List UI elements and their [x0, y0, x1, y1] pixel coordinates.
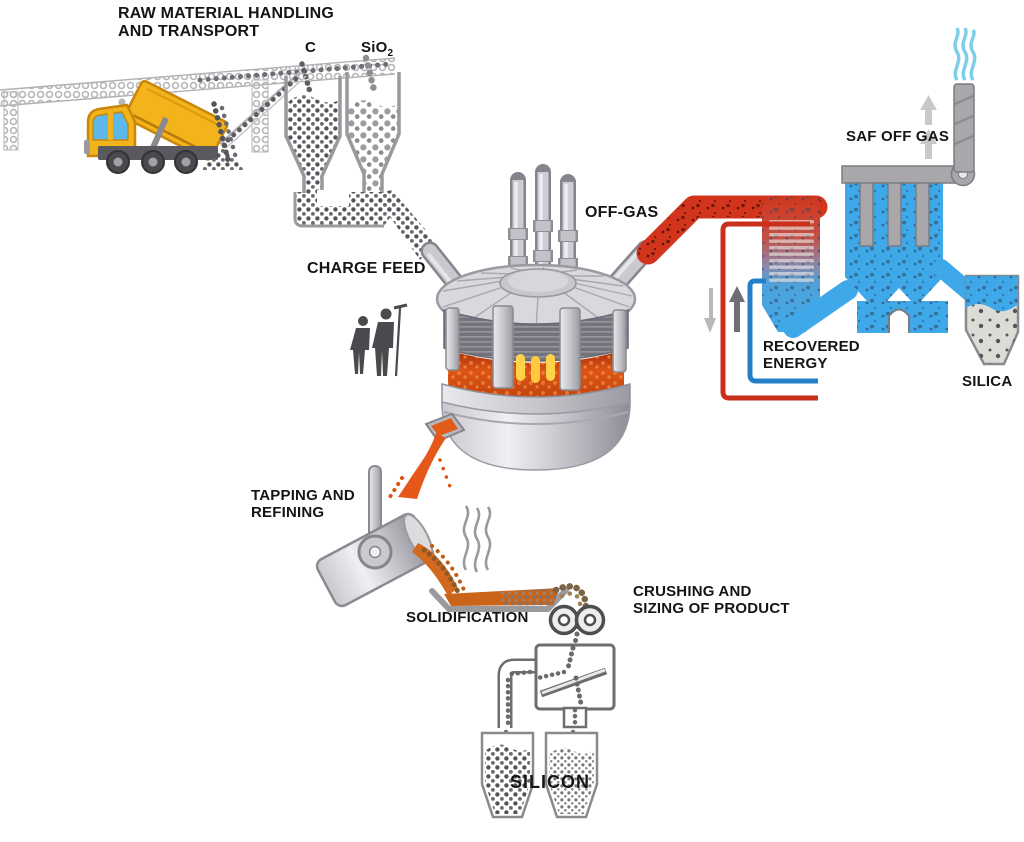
carbon-label: C	[305, 39, 317, 56]
electrode-glow	[531, 356, 540, 383]
tray-outline	[429, 587, 569, 612]
cooled-gas-duct	[783, 280, 858, 338]
filter-elements	[859, 181, 930, 247]
carbon-hopper	[284, 76, 342, 193]
overhead-conveyor	[0, 54, 396, 170]
furnace-lid	[435, 263, 637, 335]
drop-dots-quartz	[362, 54, 378, 94]
hot-water-pipe	[720, 221, 818, 401]
heat-exchanger	[762, 197, 858, 338]
quartz-hopper	[345, 72, 401, 193]
crushing-label: CRUSHING AND SIZING OF PRODUCT	[633, 583, 790, 617]
steam-icon	[462, 505, 492, 573]
silicon-label: SILICON	[510, 772, 591, 792]
sizing-screen-box	[497, 643, 616, 753]
stack-hatching	[954, 94, 974, 146]
stack	[920, 27, 977, 187]
dump-pile	[200, 101, 246, 170]
saf-off-gas-label: SAF OFF GAS	[846, 128, 950, 145]
truck-bumper	[84, 140, 90, 154]
worker-pole-head	[393, 303, 408, 310]
workers	[350, 303, 408, 377]
recovered-energy-pipes	[704, 221, 818, 401]
worker-figure	[372, 303, 408, 377]
worker-pole	[394, 307, 402, 377]
tapping-ladle	[315, 465, 466, 608]
silica-hopper	[964, 274, 1020, 366]
silica-material	[966, 304, 1018, 364]
tap-spout	[424, 412, 466, 443]
down-arrow-icon	[704, 288, 716, 333]
furnace	[386, 164, 656, 502]
stack-pipe	[953, 83, 975, 173]
electrode-glow	[546, 354, 555, 381]
furnace-posts	[445, 305, 627, 391]
support-lattice-left	[3, 91, 19, 151]
gas-flow-arrow-icon	[920, 95, 937, 159]
silicon-hoppers	[480, 731, 599, 819]
silicon-hopper-fine	[544, 731, 599, 819]
baghouse-arch	[888, 308, 910, 333]
sio2-label: SiO2	[361, 39, 394, 59]
truck-window-pillar	[108, 112, 113, 140]
bowl-ridge	[443, 411, 629, 425]
smoke-icon	[953, 27, 977, 81]
conveyor-truss	[0, 58, 395, 106]
furnace-molten-band	[448, 350, 624, 397]
dump-truck	[84, 79, 246, 174]
off-gas-label: OFF-GAS	[585, 204, 659, 221]
baghouse-filter	[841, 165, 983, 333]
charge-feed-chute	[293, 190, 449, 265]
sio2-subscript: 2	[387, 48, 394, 59]
raw-material-label: RAW MATERIAL HANDLING AND TRANSPORT	[118, 5, 335, 40]
solidification-tray	[429, 583, 589, 632]
charge-feed-label: CHARGE FEED	[307, 260, 426, 277]
cold-water-pipe	[747, 278, 818, 384]
furnace-bowl	[441, 401, 631, 471]
worker-figure	[350, 316, 370, 374]
conveyor-material-dots	[197, 61, 393, 83]
tapping-label: TAPPING AND REFINING	[251, 487, 355, 521]
tap-stream	[386, 433, 454, 502]
silica-label: SILICA	[962, 373, 1013, 390]
drop-dots-carbon	[299, 61, 313, 95]
electrode-glow	[516, 354, 525, 381]
solidification-label: SOLIDIFICATION	[406, 609, 529, 626]
truck-tipper-bed	[124, 79, 229, 161]
recovered-energy-label: RECOVERED ENERGY	[763, 338, 860, 372]
truck-wheels	[106, 150, 198, 174]
silicon-hopper-coarse	[480, 731, 535, 819]
chute-material	[374, 190, 436, 260]
baghouse-top-bar	[841, 165, 962, 184]
up-arrow-icon	[729, 286, 745, 332]
ladle-pour-stream	[412, 543, 466, 596]
truck-hydraulic-arm	[149, 116, 169, 152]
